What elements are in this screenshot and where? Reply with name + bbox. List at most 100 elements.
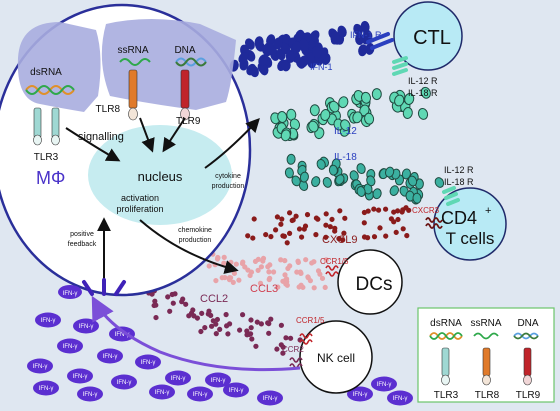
- ctl-il18-receptor-label: IL-18 R: [408, 88, 438, 98]
- ifn-gamma-bubble-label: IFN-γ: [353, 392, 368, 398]
- il12-dot: [402, 107, 413, 119]
- proliferation-label: proliferation: [116, 204, 163, 214]
- cxcl9-dot: [391, 219, 397, 225]
- ccl2-label: CCL2: [200, 293, 228, 305]
- il18-dot: [299, 171, 309, 183]
- ifn-gamma-bubble-label: IFN-γ: [263, 396, 278, 402]
- ccl3-dot: [294, 269, 300, 275]
- il18-dot: [322, 176, 332, 188]
- cxcl9-dot: [361, 209, 367, 216]
- legend-tlr9-icon: [523, 347, 532, 386]
- ifn-gamma-bubble-label: IFN-γ: [73, 374, 88, 380]
- legend-tlr8-icon: [482, 347, 491, 386]
- cxcl9-dot: [273, 227, 279, 233]
- cxcl9-dot: [371, 206, 377, 212]
- ifn-gamma-bubble-label: IFN-γ: [103, 354, 118, 360]
- ifn-gamma-bubble: [135, 354, 161, 370]
- ccl2-dot: [266, 330, 272, 336]
- ccl2-dot: [151, 302, 157, 309]
- ccl2-dot: [254, 319, 260, 325]
- dc-cell: DCs: [337, 249, 403, 315]
- cxcl9-dot: [340, 237, 346, 243]
- ifn-gamma-bubble: [347, 386, 373, 402]
- chemokine-arrow: [139, 219, 239, 274]
- ifn1-dot: [258, 54, 269, 66]
- tlr9-label: TLR9: [176, 116, 201, 127]
- dc-ccr15-receptor-icon: [325, 265, 339, 277]
- ccl3-dot: [282, 272, 288, 278]
- il18-dot: [434, 177, 445, 188]
- ifn-gamma-bubble-label: IFN-γ: [63, 344, 78, 350]
- cxcl9-dot: [342, 215, 348, 221]
- il12-dot: [328, 100, 340, 113]
- ifn1-dot: [330, 31, 340, 44]
- ccl2-dot: [236, 327, 243, 333]
- ccl2-dot: [183, 301, 189, 307]
- ccl2-dot: [172, 291, 178, 297]
- il18-dot: [412, 192, 422, 204]
- cxcl9-dot: [304, 211, 311, 218]
- ssrna-label: ssRNA: [117, 45, 148, 56]
- ccl3-dot: [319, 275, 326, 281]
- ifn-gamma-bubble-label: IFN-γ: [211, 378, 226, 384]
- ifn-gamma-bubble: [149, 384, 175, 400]
- ifn-gamma-bubble: [111, 374, 137, 390]
- ifn-gamma-bubble-label: IFN-γ: [33, 364, 48, 370]
- ccl3-dot: [275, 284, 281, 290]
- il12-dot: [352, 111, 363, 124]
- ccl3-dot: [258, 264, 264, 270]
- ifn-gamma-bubble: [223, 382, 249, 398]
- ifn1-dot: [266, 34, 276, 47]
- ccl3-dot: [270, 269, 277, 275]
- cxcl9-dot: [391, 209, 397, 215]
- ccl3-dot: [283, 281, 289, 287]
- ccl2-dot: [208, 323, 215, 329]
- ccl2-dot: [165, 294, 171, 300]
- ccl2-dot: [246, 331, 252, 337]
- legend-ssrna-label: ssRNA: [470, 318, 501, 329]
- ccl2-dot: [248, 325, 254, 331]
- il12-dot: [308, 120, 319, 133]
- legend-dna-label: DNA: [517, 318, 538, 329]
- il12-dot: [309, 104, 320, 117]
- ifn-gamma-bubble: [97, 348, 123, 364]
- cxcl9-dot: [395, 216, 401, 223]
- il18-dot: [366, 175, 376, 187]
- ccl3-dot: [315, 268, 322, 274]
- cxcl9-dot: [323, 234, 329, 240]
- cd4-il12-receptor-label: IL-12 R: [444, 165, 474, 175]
- nucleus: [88, 125, 232, 225]
- cd4-label: CD4: [441, 208, 477, 228]
- mediator-dots: IFN-γIFN-γIFN-γIFN-γIFN-γIFN-γIFN-γIFN-γ…: [27, 20, 445, 406]
- il12-dot: [320, 109, 331, 121]
- cxcl9-dot: [371, 234, 378, 240]
- ifn1-receptor-label: IFN-1 R: [350, 30, 382, 40]
- cxcl9-dot: [279, 216, 285, 222]
- ccl3-dot: [221, 254, 227, 260]
- ifn-gamma-bubble: [35, 312, 61, 328]
- legend-dsrna-icon: [429, 332, 463, 340]
- ifn-gamma-bubble: [187, 386, 213, 402]
- il18-label: IL-18: [334, 152, 357, 163]
- cxcl9-dot: [377, 225, 383, 231]
- ifn-gamma-bubble-label: IFN-γ: [83, 392, 98, 398]
- ccl3-dot: [266, 276, 272, 283]
- il18-dot: [372, 188, 382, 200]
- ifn1-receptor-icon: [366, 32, 394, 50]
- signalling-label: signalling: [78, 131, 124, 143]
- ccl3-dot: [305, 275, 311, 281]
- ifn-gamma-bubble-label: IFN-γ: [377, 382, 392, 388]
- ccl2-dot: [152, 298, 158, 304]
- cxcl9-dot: [301, 226, 307, 232]
- ccl2-dot: [249, 336, 255, 342]
- cxcl9-dot: [274, 214, 280, 220]
- il12-dot: [280, 129, 291, 142]
- ifn-gamma-bubble: [57, 338, 83, 354]
- il18-dot: [291, 175, 301, 187]
- ccl2-dot: [283, 335, 289, 341]
- cytokine-production-label: production: [212, 183, 245, 190]
- ccr2-label: CCR2: [282, 345, 304, 354]
- tlr3-signal-arrow: [65, 127, 121, 162]
- cxcl9-dot: [278, 221, 284, 227]
